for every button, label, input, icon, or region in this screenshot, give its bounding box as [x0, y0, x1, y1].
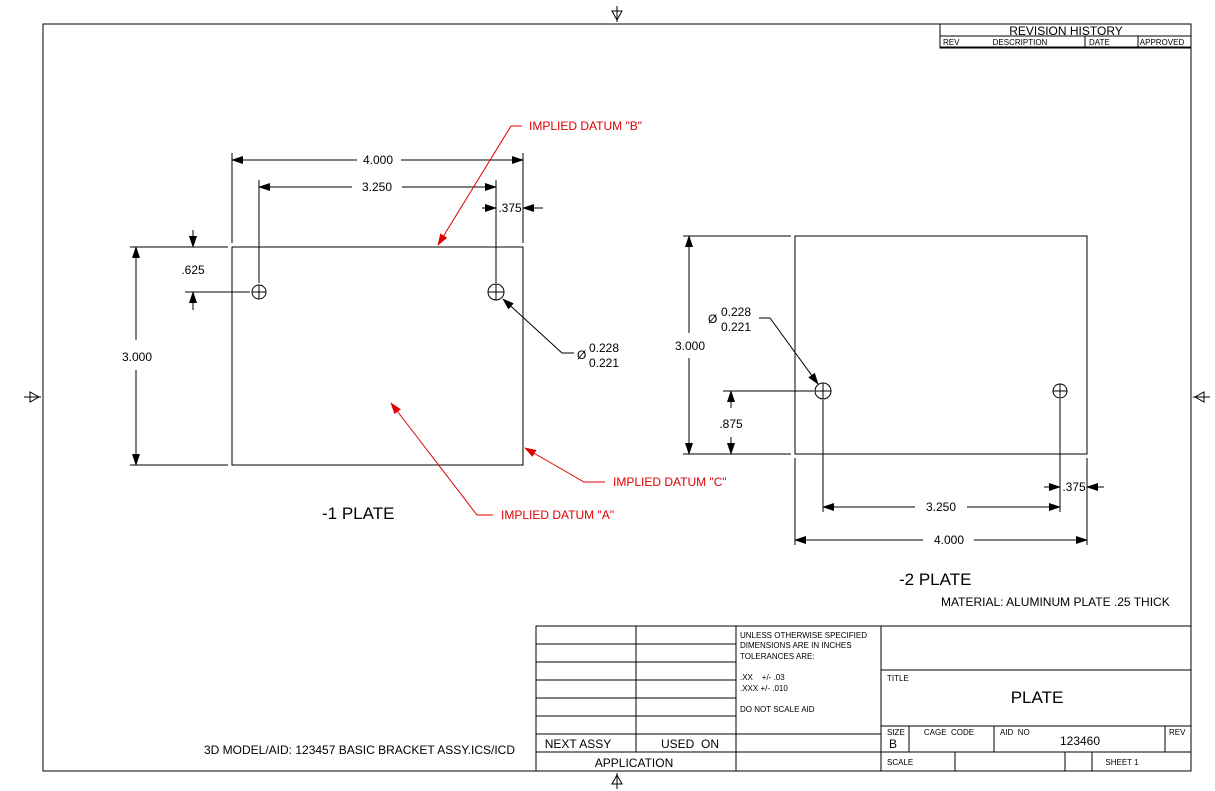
model-aid-note: 3D MODEL/AID: 123457 BASIC BRACKET ASSY.… — [204, 743, 515, 757]
plate-2-label: -2 PLATE — [899, 570, 971, 589]
rev-column-header: REV — [943, 38, 960, 47]
plate-1-hole-offset-dimension: .625 — [181, 263, 205, 277]
plate-2-hole-left — [814, 382, 832, 400]
plate-2-hole-offset-dimension: .875 — [719, 417, 743, 431]
title-field-label: TITLE — [887, 674, 909, 683]
plate-1-hole-right — [487, 283, 505, 301]
tolerance-xxx: .XXX +/- .010 — [740, 684, 788, 693]
plate-2-hole-spacing-dimension: 3.250 — [926, 500, 956, 514]
next-assy-label: NEXT ASSY — [545, 737, 611, 751]
approved-column-header: APPROVED — [1140, 38, 1185, 47]
description-column-header: DESCRIPTION — [993, 38, 1048, 47]
size-value: B — [889, 737, 897, 751]
implied-datum-b-label: IMPLIED DATUM "B" — [529, 119, 642, 133]
sheet-border — [42, 23, 1192, 772]
plate-1-hole-diameter-min: 0.221 — [589, 356, 619, 370]
revision-history-title: REVISION HISTORY — [1009, 24, 1123, 38]
used-on-label: USED ON — [661, 737, 719, 751]
cage-code-label: CAGE CODE — [924, 728, 974, 737]
plate-2-outline — [794, 235, 1088, 455]
plate-2-view: 3.000 Ø 0.228 0.221 .875 .375 3.250 4.00… — [675, 235, 1104, 589]
application-label: APPLICATION — [595, 756, 673, 770]
date-column-header: DATE — [1089, 38, 1110, 47]
implied-datum-a-label: IMPLIED DATUM "A" — [501, 508, 614, 522]
aid-number: 123460 — [1060, 734, 1100, 748]
size-field-label: SIZE — [887, 728, 905, 737]
plate-2-edge-dimension: .375 — [1062, 480, 1086, 494]
plate-1-diameter-symbol: Ø — [577, 348, 586, 362]
plate-1-width-dimension: 4.000 — [363, 153, 393, 167]
plate-2-height-dimension: 3.000 — [675, 339, 705, 353]
do-not-scale-note: DO NOT SCALE AID — [740, 705, 815, 714]
tolerance-xx: .XX +/- .03 — [740, 673, 785, 682]
plate-1-edge-dimension: .375 — [498, 201, 522, 215]
tolerance-note-line-3: TOLERANCES ARE: — [740, 652, 815, 661]
implied-datum-c-label: IMPLIED DATUM "C" — [613, 475, 727, 489]
plate-2-width-dimension: 4.000 — [934, 533, 964, 547]
tolerance-note-line-1: UNLESS OTHERWISE SPECIFIED — [740, 631, 867, 640]
rev-field-label: REV — [1169, 728, 1186, 737]
plate-2-hole-diameter-min: 0.221 — [721, 320, 751, 334]
aid-no-label: AID NO — [1000, 728, 1030, 737]
title-block: UNLESS OTHERWISE SPECIFIED DIMENSIONS AR… — [535, 625, 1192, 772]
plate-1-height-dimension: 3.000 — [122, 350, 152, 364]
revision-history-block: REVISION HISTORY REV DESCRIPTION DATE AP… — [939, 23, 1192, 49]
plate-1-hole-left — [251, 284, 267, 300]
plate-1-view: 4.000 3.250 .375 3.000 .625 Ø 0.228 0.22… — [122, 119, 727, 523]
scale-field-label: SCALE — [887, 758, 913, 767]
plate-1-outline — [231, 246, 524, 466]
plate-2-diameter-symbol: Ø — [708, 312, 717, 326]
sheet-number: SHEET 1 — [1105, 758, 1139, 767]
centering-marks — [24, 6, 1210, 789]
plate-2-hole-right — [1052, 383, 1068, 399]
plate-1-label: -1 PLATE — [322, 504, 394, 523]
tolerance-note-line-2: DIMENSIONS ARE IN INCHES — [740, 641, 852, 650]
plate-1-hole-diameter-max: 0.228 — [589, 341, 619, 355]
drawing-title: PLATE — [1011, 688, 1064, 707]
plate-1-hole-spacing-dimension: 3.250 — [362, 180, 392, 194]
plate-2-hole-diameter-max: 0.228 — [721, 305, 751, 319]
material-note: MATERIAL: ALUMINUM PLATE .25 THICK — [941, 595, 1170, 609]
